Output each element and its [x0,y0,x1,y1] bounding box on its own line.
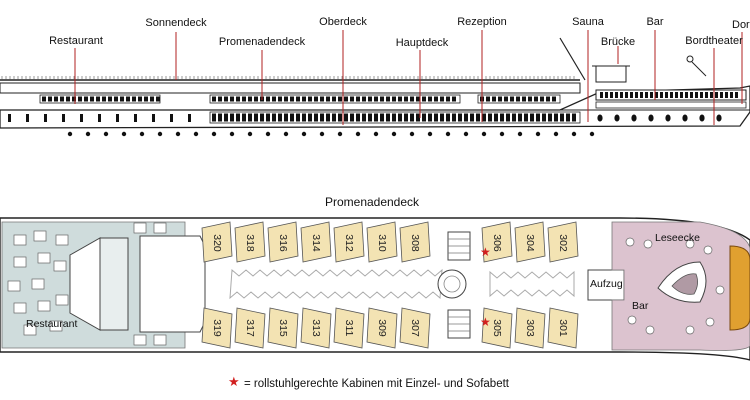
cabin-317: 317 [234,307,266,349]
cabins-top-row: 320 318 316 314 312 310 308 306 304 302 [201,221,579,263]
upper-superstructure [0,82,581,94]
label-bar: Bar [646,16,664,28]
cabin-number: 303 [524,319,536,337]
cabin-number: 308 [409,234,421,252]
front-mast [559,37,586,81]
cabin-number: 310 [376,234,388,252]
restaurant-counter [99,237,129,331]
cabin-318: 318 [234,221,266,263]
ship-side-view [0,30,750,137]
cabin-313: 313 [300,307,332,349]
cabin-307: 307 [399,307,431,349]
plan-title: Promenadendeck [324,195,420,209]
cabin-311: 311 [333,307,365,349]
bow-windows [600,92,738,98]
cabin-number: 312 [343,234,355,252]
label-bar-plan: Bar [632,300,649,312]
label-bordtheater: Bordtheater [685,35,743,47]
cabin-306: 306 [481,221,513,263]
label-aufzug: Aufzug [590,278,623,290]
promenade-corridor [229,268,443,300]
label-restaurant-side: Restaurant [49,35,103,47]
label-hauptdeck: Hauptdeck [395,37,449,49]
cabin-308: 308 [399,221,431,263]
cabin-320: 320 [201,221,233,263]
cabin-number: 302 [557,234,569,252]
legend-text: = rollstuhlgerechte Kabinen mit Einzel- … [244,378,509,390]
cabin-304: 304 [514,221,546,263]
cabin-number: 313 [310,319,322,337]
wheelchair-star-305: ★ [480,315,491,329]
cabin-number: 314 [310,234,322,252]
cabin-number: 311 [343,320,355,337]
cabin-number: 301 [557,319,569,337]
cabin-number: 318 [244,234,256,252]
legend-star-icon: ★ [228,375,240,390]
cabin-314: 314 [300,221,332,263]
hull-outline [0,85,750,129]
cabin-315: 315 [267,307,299,349]
cabin-number: 317 [244,319,256,337]
cabin-312: 312 [333,221,365,263]
cabin-310: 310 [366,221,398,263]
cabin-309: 309 [366,307,398,349]
cabin-319: 319 [201,307,233,349]
cabin-302: 302 [547,221,579,263]
bow-lamp [686,55,694,63]
cabin-301: 301 [547,307,579,349]
cabin-number: 304 [524,234,536,252]
restaurant-tables [7,222,167,346]
elevator [587,269,625,301]
lounge-tables [625,237,725,335]
hauptdeck-windows [209,101,747,124]
portholes [8,114,722,137]
stage [729,245,750,331]
cabin-number: 316 [277,234,289,252]
wheelchair-star-306: ★ [480,245,491,259]
cabins-bottom-row: 319 317 315 313 311 309 307 305 303 301 [201,307,579,349]
label-sonnendeck: Sonnendeck [145,17,207,29]
leader-lines [74,30,743,125]
oberdeck-windows [39,94,561,104]
label-bruecke: Brücke [600,36,636,48]
cabin-number: 307 [409,319,421,337]
cabin-303: 303 [514,307,546,349]
cabin-number: 320 [211,234,223,252]
cabin-number: 309 [376,319,388,337]
label-oberdeck: Oberdeck [319,16,367,28]
central-block [139,235,206,333]
label-restaurant-plan: Restaurant [26,318,78,330]
sun-deck-railing [1,76,575,80]
cabin-number: 315 [277,319,289,337]
label-sauna: Sauna [572,16,604,28]
cabin-number: 319 [211,319,223,337]
cabin-number: 306 [491,234,503,252]
cabin-316: 316 [267,221,299,263]
label-leseecke: Leseecke [655,232,700,244]
label-promenadendeck-side: Promenadendeck [218,36,306,48]
cabin-number: 305 [491,319,503,337]
label-rezeption: Rezeption [457,16,507,28]
label-dorf: Dor [732,19,750,31]
cabin-305: 305 [481,307,513,349]
